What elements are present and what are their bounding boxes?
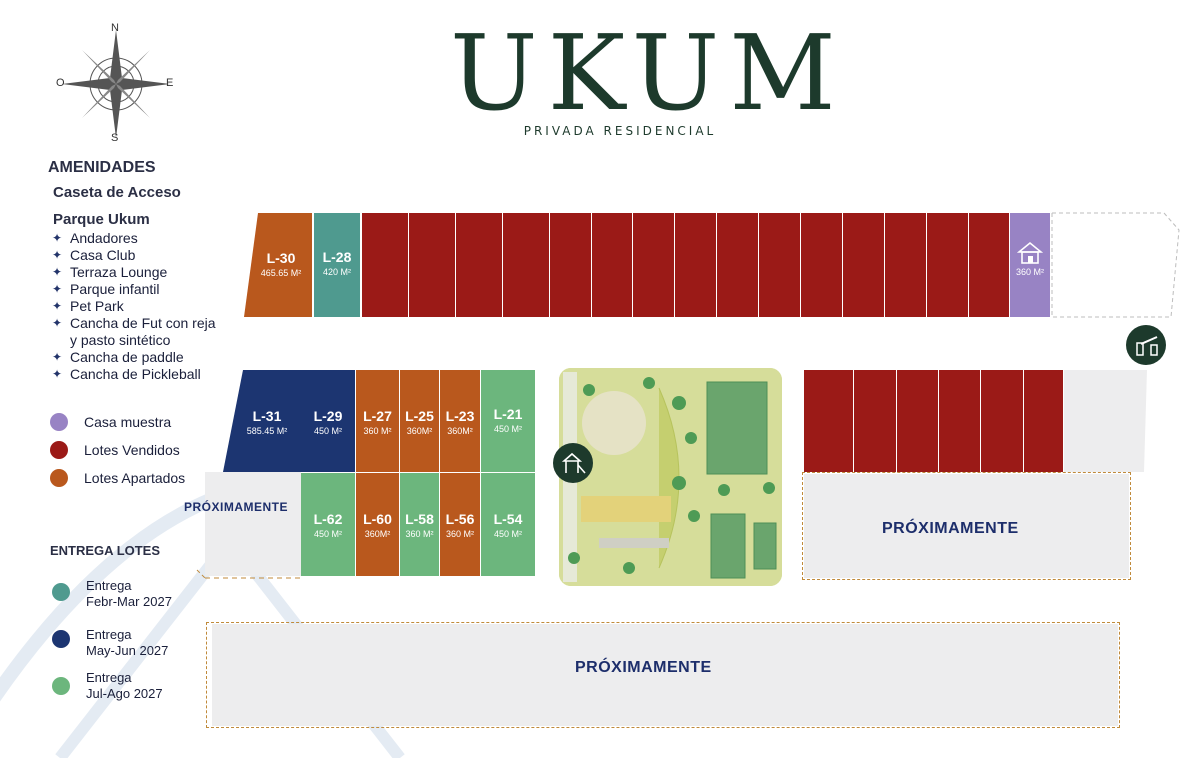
star-bullet-icon: ✦	[52, 316, 63, 330]
amenities-list: ✦Andadores ✦Casa Club ✦Terraza Lounge ✦P…	[52, 230, 220, 383]
barrier-gate-icon	[1136, 336, 1158, 356]
star-bullet-icon: ✦	[52, 265, 63, 279]
amenities-heading: AMENIDADES	[48, 159, 156, 176]
amenity-item: ✦Andadores	[52, 230, 138, 246]
lot-sold[interactable]	[939, 370, 981, 472]
legend-dot	[50, 441, 68, 459]
future-zone-bottom	[212, 624, 1118, 726]
park-illustration	[559, 368, 782, 586]
lot-sold[interactable]	[854, 370, 897, 472]
future-lot-outline	[1051, 212, 1180, 318]
amenity-item: ✦Pet Park	[52, 298, 124, 314]
lot-sold[interactable]	[633, 213, 675, 317]
brand-name: UKUM	[450, 12, 846, 134]
legend-sold: Lotes Vendidos	[50, 441, 180, 459]
lot-sold[interactable]	[409, 213, 456, 317]
compass-north: N	[111, 22, 119, 34]
legend-dot	[50, 413, 68, 431]
star-bullet-icon: ✦	[52, 350, 63, 364]
coming-soon-right: PRÓXIMAMENTE	[882, 520, 1019, 537]
delivery-heading: ENTREGA LOTES	[50, 543, 161, 558]
lot-l31[interactable]: L-31 585.45 M²	[246, 408, 288, 436]
delivery-dot	[52, 630, 70, 648]
delivery-dot	[52, 677, 70, 695]
lot-sold[interactable]	[717, 213, 759, 317]
future-zone-left	[205, 472, 302, 576]
future-zone-bottom-outline	[206, 622, 1120, 728]
future-zone-right-outline	[802, 472, 1131, 580]
lot-sold[interactable]	[550, 213, 592, 317]
lot-sold[interactable]	[969, 213, 1010, 317]
lot-sold[interactable]	[897, 370, 939, 472]
compass-rose: N S E O	[52, 20, 180, 148]
coming-soon-left: PRÓXIMAMENTE	[184, 500, 289, 514]
lot-model-house[interactable]: 360 M²	[1010, 213, 1051, 317]
lot-sold[interactable]	[804, 370, 854, 472]
lot-sold[interactable]	[801, 213, 843, 317]
playground-icon	[561, 452, 586, 474]
future-zone-left-outline	[196, 569, 303, 579]
star-bullet-icon: ✦	[52, 231, 63, 245]
lot-sold[interactable]	[981, 370, 1024, 472]
lot-sold[interactable]	[1024, 370, 1064, 472]
compass-south: S	[111, 132, 119, 144]
amenity-item: ✦Terraza Lounge	[52, 264, 168, 280]
access-gate-marker[interactable]	[1126, 325, 1166, 365]
lot-sold[interactable]	[843, 213, 885, 317]
lot-sold[interactable]	[592, 213, 633, 317]
amenity-item: ✦Parque infantil	[52, 281, 160, 297]
legend-reserved: Lotes Apartados	[50, 469, 185, 487]
amenity-item: ✦Cancha de Pickleball	[52, 366, 201, 382]
lot-sold[interactable]	[675, 213, 717, 317]
star-bullet-icon: ✦	[52, 282, 63, 296]
lot-l30-shape	[244, 213, 312, 317]
star-bullet-icon: ✦	[52, 299, 63, 313]
compass-west: O	[56, 77, 65, 89]
compass-east: E	[166, 77, 174, 89]
coming-soon-bottom: PRÓXIMAMENTE	[575, 659, 712, 676]
lot-l31-shape	[223, 370, 301, 472]
lot-sold[interactable]	[362, 213, 409, 317]
star-bullet-icon: ✦	[52, 248, 63, 262]
brand-subtitle: PRIVADA RESIDENCIAL	[523, 124, 717, 138]
lot-sold[interactable]	[503, 213, 550, 317]
park-ukum-plan[interactable]	[559, 368, 782, 586]
access-booth-label: Caseta de Acceso	[53, 184, 181, 201]
future-zone-right	[804, 474, 1129, 578]
playground-marker[interactable]	[553, 443, 593, 483]
lot-sold[interactable]	[927, 213, 969, 317]
lot-l30[interactable]: L-30 465.65 M²	[260, 250, 302, 278]
legend-dot	[50, 469, 68, 487]
lot-sold[interactable]	[759, 213, 801, 317]
compass-rose-icon	[62, 30, 170, 138]
amenity-item: ✦Cancha de paddle	[52, 349, 184, 365]
lot-sold[interactable]	[885, 213, 927, 317]
park-title: Parque Ukum	[53, 211, 150, 228]
lot-sold[interactable]	[456, 213, 503, 317]
house-icon	[1017, 241, 1043, 264]
amenity-item: ✦Cancha de Fut con reja y pasto sintétic…	[52, 315, 216, 348]
legend-model-house: Casa muestra	[50, 413, 171, 431]
brand-logo: UKUM PRIVADA RESIDENCIAL	[450, 12, 846, 138]
amenity-item: ✦Casa Club	[52, 247, 136, 263]
future-lot-corner	[1064, 370, 1147, 472]
delivery-dot	[52, 583, 70, 601]
star-bullet-icon: ✦	[52, 367, 63, 381]
